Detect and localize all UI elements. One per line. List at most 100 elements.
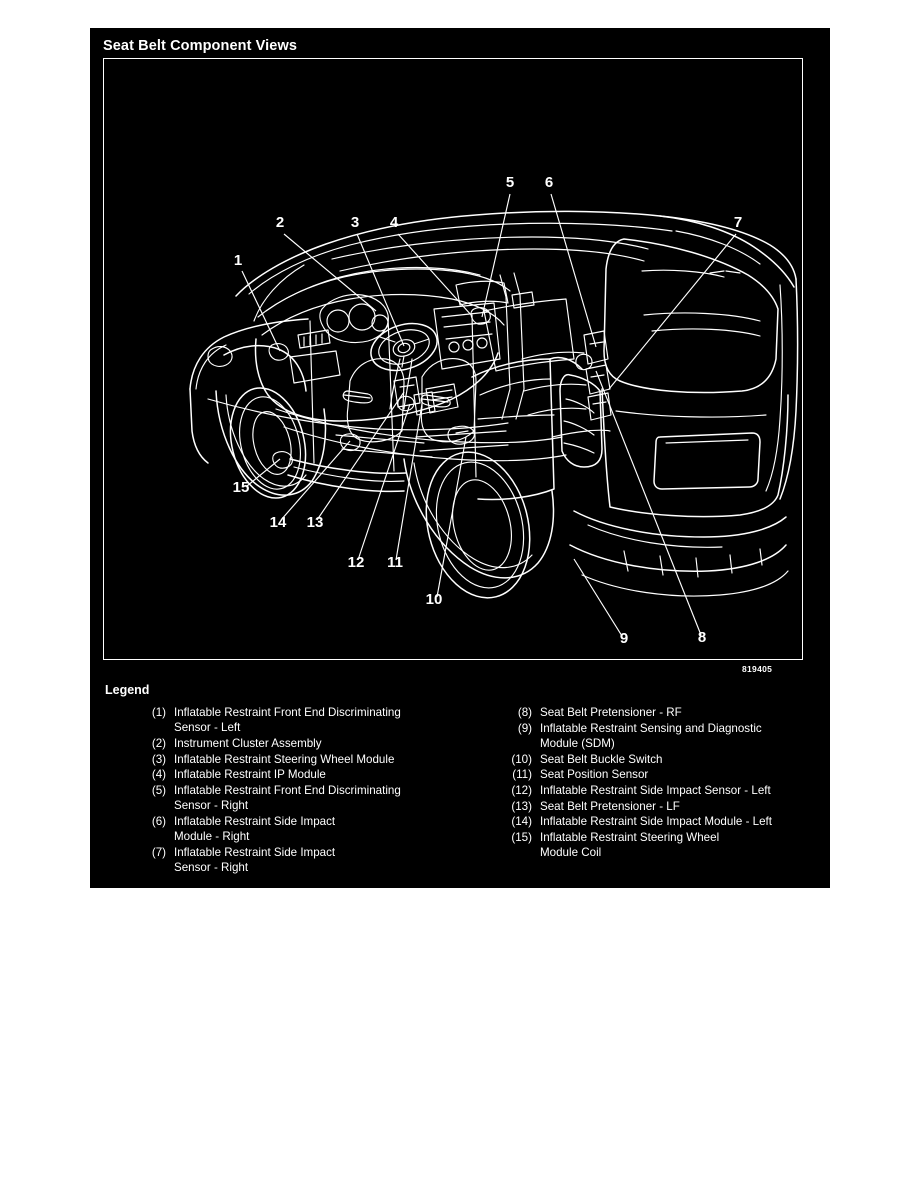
legend-item: (9) Inflatable Restraint Sensing and Diag…	[498, 721, 828, 751]
legend-item: (12) Inflatable Restraint Side Impact Sen…	[498, 783, 828, 798]
legend-item-number: (7)	[151, 845, 166, 859]
legend-item: (7) Inflatable Restraint Side Impact Sens…	[132, 845, 462, 875]
callout-1: 1	[234, 252, 281, 352]
legend-item-label: Instrument Cluster Assembly	[174, 736, 322, 750]
legend-item: (3) Inflatable Restraint Steering Wheel M…	[132, 752, 462, 767]
callout-number: 6	[545, 174, 553, 191]
callout-5: 5	[481, 174, 514, 318]
callout-leader-line	[397, 233, 473, 317]
content-panel: Seat Belt Component Views	[90, 28, 830, 888]
page-title: Seat Belt Component Views	[103, 38, 297, 54]
callout-2: 2	[276, 214, 377, 312]
callout-leader-line	[283, 233, 377, 312]
legend-item-label: Seat Belt Pretensioner - RF	[540, 706, 682, 719]
legend-item-label: Inflatable Restraint Steering Wheel Modu…	[174, 752, 395, 766]
callout-leader-line	[356, 233, 405, 347]
legend-item-label: Inflatable Restraint Front End Discrimin…	[174, 784, 401, 813]
legend-item-label: Inflatable Restraint Side Impact Sensor …	[174, 845, 336, 875]
callout-14: 14	[270, 440, 351, 531]
legend-item-label: Inflatable Restraint Front End Discrimin…	[174, 706, 401, 735]
legend-item-label: Seat Position Sensor	[540, 768, 649, 782]
legend-item: (13) Seat Belt Pretensioner - LF	[498, 799, 828, 814]
legend-item-number: (13)	[511, 799, 532, 813]
callout-number: 10	[426, 591, 443, 608]
legend-item-label: Inflatable Restraint Side Impact Module …	[174, 814, 336, 844]
callout-number: 8	[698, 629, 706, 646]
callout-leader-line	[241, 270, 281, 352]
callout-leader-line	[436, 436, 467, 598]
legend-item: (15) Inflatable Restraint Steering Wheel …	[498, 830, 828, 860]
vehicle-interior-cutaway	[253, 236, 649, 469]
legend-item: (1) Inflatable Restraint Front End Discri…	[132, 705, 462, 735]
legend-item-number: (2)	[151, 736, 166, 750]
callout-number: 9	[620, 630, 628, 647]
callout-number: 14	[270, 514, 287, 531]
legend-item: (14) Inflatable Restraint Side Impact Mod…	[498, 814, 828, 829]
legend-item-label: Seat Belt Buckle Switch	[540, 752, 663, 766]
vehicle-outline	[189, 210, 799, 599]
legend-item-label: Inflatable Restraint Side Impact Sensor …	[540, 784, 771, 798]
callout-leader-line	[246, 458, 281, 487]
callout-number: 1	[234, 252, 242, 269]
callout-leader-line	[550, 193, 597, 348]
callout-3: 3	[351, 214, 405, 347]
legend-item-number: (6)	[151, 814, 166, 828]
legend-item-label: Inflatable Restraint IP Module	[174, 768, 326, 782]
legend-item-label: Seat Belt Pretensioner - LF	[540, 799, 680, 813]
legend-item-number: (5)	[151, 784, 166, 798]
callout-leader-line	[316, 391, 405, 521]
callout-number: 11	[387, 554, 403, 571]
callout-9: 9	[573, 558, 628, 647]
legend-item-number: (3)	[151, 752, 166, 766]
legend-item-number: (10)	[511, 752, 532, 766]
legend-item: (4) Inflatable Restraint IP Module	[132, 767, 462, 782]
callout-15: 15	[233, 458, 281, 496]
legend-item-number: (9)	[517, 721, 532, 735]
legend-heading: Legend	[105, 683, 150, 697]
callout-12: 12	[348, 403, 411, 571]
legend-item-number: (1)	[151, 706, 166, 719]
legend-item: (11) Seat Position Sensor	[498, 767, 828, 782]
callout-number: 3	[351, 214, 359, 231]
callout-leader-line	[573, 558, 623, 637]
callout-10: 10	[426, 436, 467, 608]
callout-number: 4	[390, 214, 399, 231]
legend-item-number: (4)	[151, 768, 166, 782]
callout-leader-line	[357, 403, 411, 561]
legend-item: (5) Inflatable Restraint Front End Discri…	[132, 783, 462, 813]
legend-item-number: (15)	[511, 831, 532, 845]
legend-item-label: Inflatable Restraint Steering Wheel Modu…	[540, 831, 720, 860]
legend-column-left: (1) Inflatable Restraint Front End Discri…	[132, 705, 462, 876]
callout-8: 8	[595, 370, 706, 646]
legend-item: (6) Inflatable Restraint Side Impact Modu…	[132, 814, 462, 844]
callout-number: 7	[734, 214, 742, 231]
callout-7: 7	[608, 214, 742, 390]
legend-item-number: (12)	[511, 784, 532, 798]
callout-13: 13	[307, 391, 405, 531]
callout-number: 2	[276, 214, 284, 231]
legend-item-number: (8)	[517, 706, 532, 719]
legend-item: (2) Instrument Cluster Assembly	[132, 736, 462, 751]
legend-item: (8) Seat Belt Pretensioner - RF	[498, 705, 828, 720]
callout-leader-line	[608, 233, 737, 390]
legend-item-label: Inflatable Restraint Side Impact Module …	[540, 815, 772, 829]
callout-leader-line	[481, 193, 511, 318]
callout-11: 11	[387, 403, 423, 571]
callout-leader-line	[280, 440, 351, 521]
callout-number: 12	[348, 554, 365, 571]
figure-id-label: 819405	[742, 664, 773, 674]
legend-item: (10) Seat Belt Buckle Switch	[498, 752, 828, 767]
callout-number: 13	[307, 514, 324, 531]
legend-item-number: (11)	[512, 768, 532, 782]
callout-leader-line	[595, 370, 702, 636]
callout-leader-line	[395, 403, 423, 561]
callout-4: 4	[390, 214, 473, 317]
callout-number: 5	[506, 174, 514, 191]
callout-number: 15	[233, 479, 250, 496]
callout-6: 6	[545, 174, 597, 348]
legend-item-number: (14)	[511, 815, 532, 829]
legend-item-label: Inflatable Restraint Sensing and Diagnos…	[540, 721, 762, 750]
